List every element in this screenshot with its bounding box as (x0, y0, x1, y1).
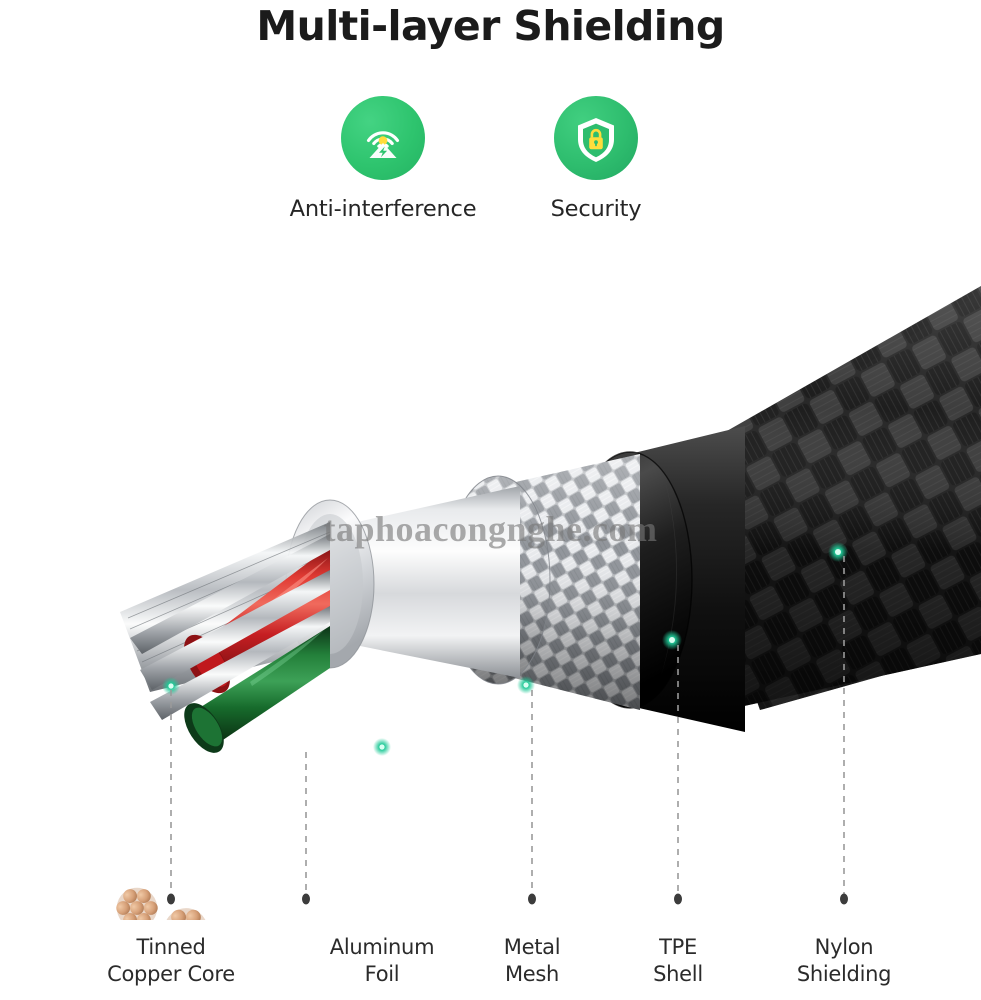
bolt-glyph (379, 146, 388, 158)
marker-dot-nylon (828, 542, 848, 562)
layer-inner-conductors (116, 522, 331, 920)
callout-label-tinned-copper-core: Tinned Copper Core (107, 935, 235, 986)
marker-dot-tpe (662, 630, 682, 650)
layer-nylon-tube (669, 292, 981, 710)
feature-security: Security (496, 89, 696, 222)
security-badge (547, 89, 645, 187)
marker-dot-copper (162, 677, 180, 695)
lock-keyslot (595, 142, 597, 147)
cable-cutaway-illustration (0, 240, 981, 920)
bare-strand-bundles (130, 534, 330, 720)
callout-label-tpe-shell: TPE Shell (653, 935, 703, 986)
signal-wave-bolt-icon (366, 131, 400, 158)
tinned-copper-strand-faces (116, 887, 208, 920)
green-conductor (184, 626, 330, 753)
lock-shackle (590, 128, 602, 138)
feature-label: Anti-interference (289, 196, 477, 222)
callout-label-metal-mesh: Metal Mesh (503, 935, 561, 986)
callout-label-aluminum-foil: Aluminum Foil (329, 935, 435, 986)
marker-dot-mesh (517, 676, 535, 694)
layer-marker-dots (162, 542, 848, 756)
feature-badge-list: Anti-interference Security (0, 89, 981, 236)
anti-interference-badge (334, 89, 432, 187)
callout-label-nylon-shielding: Nylon Shielding (796, 935, 892, 986)
lock-keyhole (594, 140, 598, 145)
feature-label: Security (550, 196, 642, 222)
page-title: Multi-layer Shielding (256, 2, 725, 50)
marker-dot-foil (373, 738, 391, 756)
shield-lock-icon (578, 118, 614, 162)
feature-anti-interference: Anti-interference (283, 89, 483, 222)
signal-source-dot (378, 136, 388, 145)
